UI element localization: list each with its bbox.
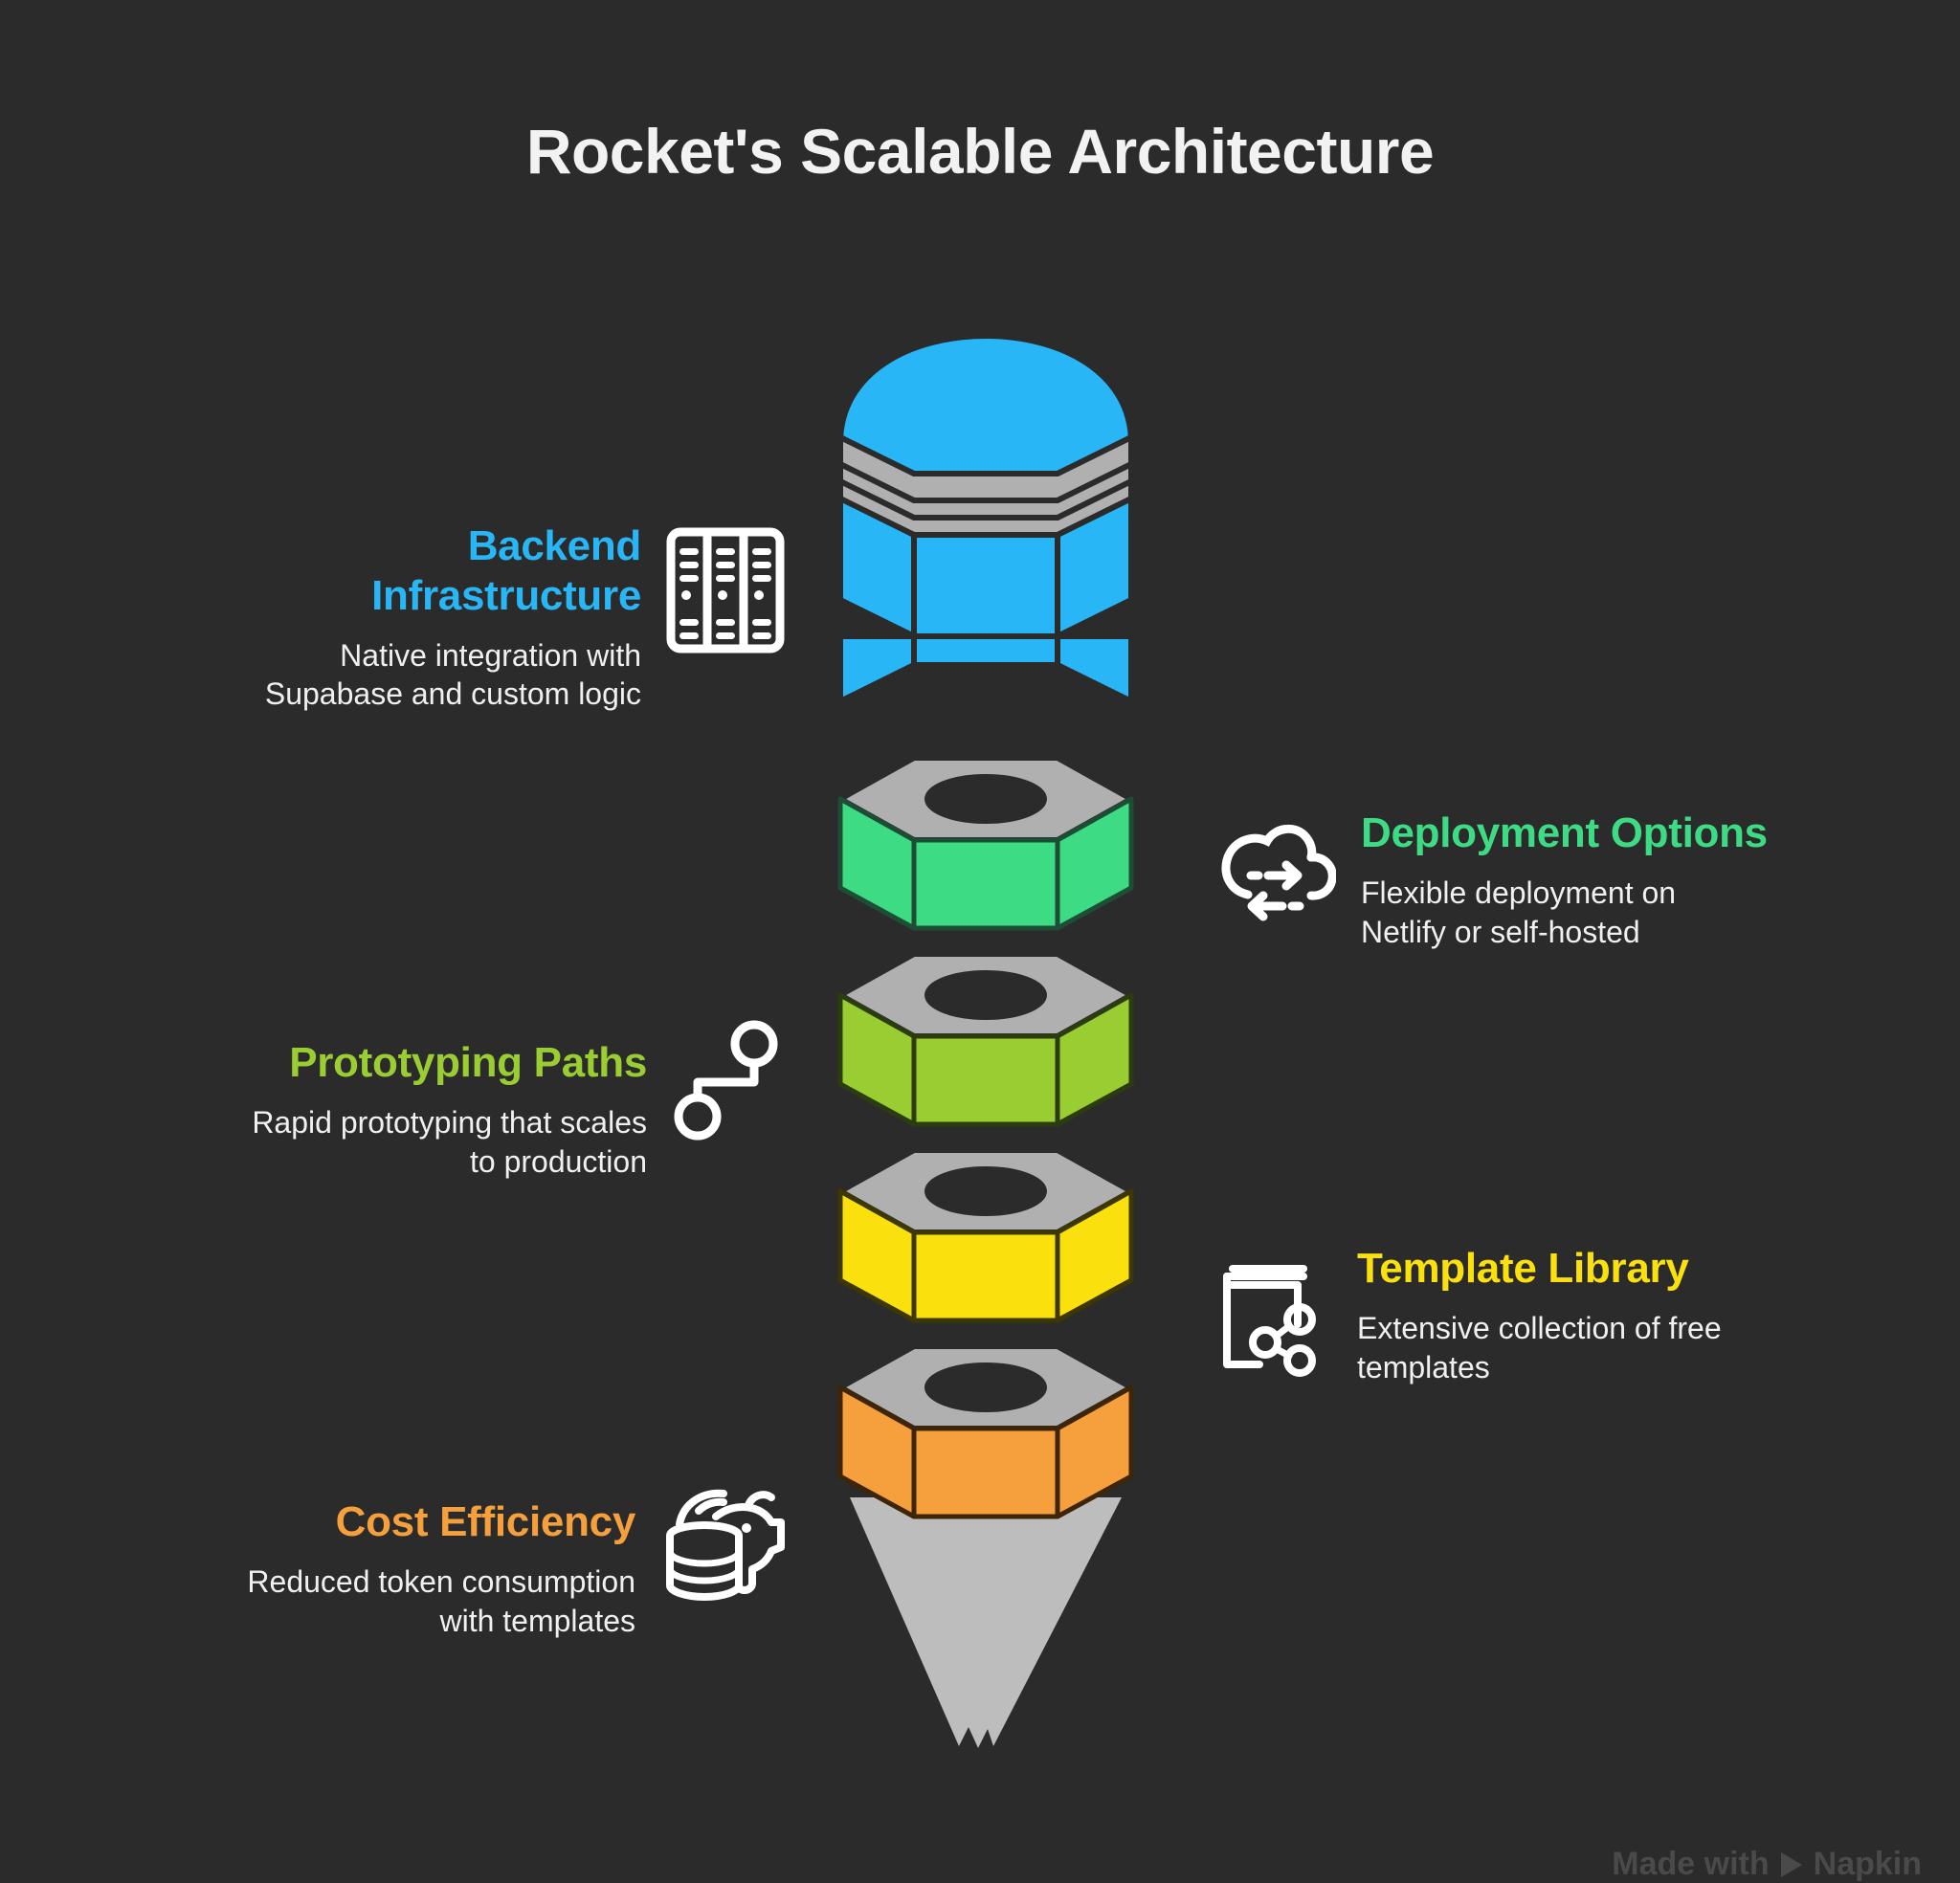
feature-text-prototyping-paths: Prototyping Paths Rapid prototyping that…: [252, 1038, 647, 1181]
feature-text-deployment-options: Deployment Options Flexible deployment o…: [1361, 809, 1768, 951]
feature-title-cost-efficiency: Cost Efficiency: [335, 1498, 636, 1545]
hex-nut-lime: [837, 951, 1134, 1127]
feature-description-template-library: Extensive collection of free templates: [1357, 1310, 1722, 1385]
hex-nut-orange: [837, 1343, 1134, 1748]
feature-text-backend-infrastructure: Backend Infrastructure Native integratio…: [265, 521, 641, 714]
server-rack-icon: [666, 527, 785, 654]
feature-title-backend-infrastructure: Backend Infrastructure: [371, 522, 641, 619]
feature-title-template-library: Template Library: [1357, 1245, 1689, 1292]
feature-title-deployment-options: Deployment Options: [1361, 809, 1768, 856]
bolt-body-blue-lower: [837, 636, 1134, 701]
feature-description-prototyping-paths: Rapid prototyping that scales to product…: [252, 1104, 647, 1179]
watermark: Made with Napkin: [1612, 1846, 1922, 1883]
feature-text-template-library: Template Library Extensive collection of…: [1357, 1244, 1722, 1386]
feature-title-prototyping-paths: Prototyping Paths: [289, 1039, 647, 1086]
play-triangle-icon: [1780, 1851, 1802, 1877]
bolt-and-nuts-stack: [823, 330, 1148, 1823]
feature-cost-efficiency: Cost Efficiency Reduced token consumptio…: [38, 1489, 785, 1640]
hex-nut-yellow: [837, 1147, 1134, 1323]
node-path-icon: [672, 1017, 785, 1141]
piggy-bank-coins-icon: [660, 1480, 785, 1608]
feature-description-backend-infrastructure: Native integration with Supabase and cus…: [264, 637, 641, 712]
book-share-icon: [1215, 1248, 1332, 1378]
bolt-head-blue: [837, 333, 1134, 636]
feature-backend-infrastructure: Backend Infrastructure Native integratio…: [57, 521, 785, 714]
hex-nut-green: [837, 755, 1134, 931]
cloud-sync-icon: [1215, 814, 1337, 931]
feature-description-cost-efficiency: Reduced token consumption with templates: [247, 1563, 635, 1638]
feature-text-cost-efficiency: Cost Efficiency Reduced token consumptio…: [247, 1497, 635, 1640]
feature-template-library: Template Library Extensive collection of…: [1215, 1244, 1952, 1386]
feature-deployment-options: Deployment Options Flexible deployment o…: [1215, 809, 1943, 951]
watermark-prefix: Made with: [1612, 1846, 1770, 1882]
watermark-brand: Napkin: [1813, 1846, 1922, 1882]
page-title: Rocket's Scalable Architecture: [525, 116, 1435, 187]
feature-description-deployment-options: Flexible deployment on Netlify or self-h…: [1361, 875, 1677, 949]
feature-prototyping-paths: Prototyping Paths Rapid prototyping that…: [38, 1020, 785, 1181]
